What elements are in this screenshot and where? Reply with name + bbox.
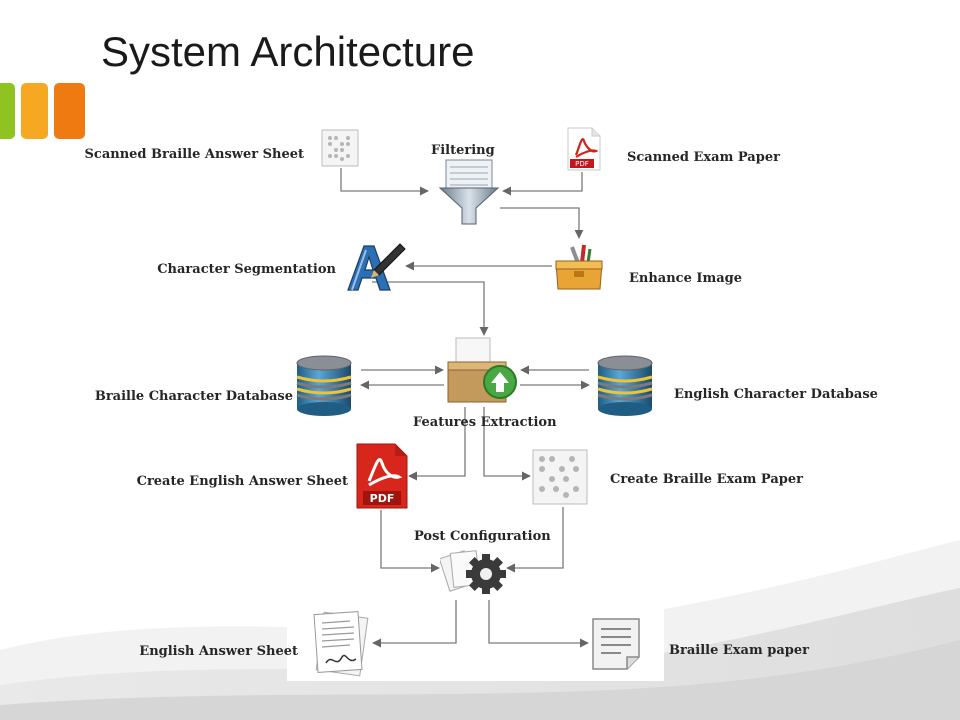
- gear-documents-icon[interactable]: [440, 546, 508, 598]
- label-create-braille-exam-paper: Create Braille Exam Paper: [610, 472, 803, 487]
- label-enhance-image: Enhance Image: [629, 271, 743, 286]
- label-scanned-exam-paper: Scanned Exam Paper: [627, 150, 780, 165]
- label-filtering: Filtering: [431, 143, 495, 158]
- label-scanned-braille-answer-sheet: Scanned Braille Answer Sheet: [84, 147, 304, 162]
- pdf-icon[interactable]: PDF: [566, 127, 602, 171]
- accent-block-orange: [54, 83, 85, 139]
- pen-letter-a-icon[interactable]: [344, 240, 406, 292]
- label-braille-character-database: Braille Character Database: [94, 389, 293, 404]
- database-icon[interactable]: [596, 355, 654, 417]
- accent-blocks: [0, 83, 85, 139]
- accent-block-yellow: [21, 83, 48, 139]
- database-icon[interactable]: [295, 355, 353, 417]
- slide-title: System Architecture: [101, 28, 475, 75]
- label-english-character-database: English Character Database: [674, 387, 878, 402]
- funnel-filter-icon[interactable]: [438, 158, 500, 226]
- braille-grid-icon[interactable]: [532, 449, 588, 505]
- toolbox-icon[interactable]: [554, 243, 604, 291]
- label-create-english-answer-sheet: Create English Answer Sheet: [136, 474, 348, 489]
- label-post-configuration: Post Configuration: [414, 529, 551, 544]
- pdf-icon[interactable]: PDF: [355, 443, 409, 509]
- label-braille-exam-paper: Braille Exam paper: [669, 643, 809, 658]
- svg-text:PDF: PDF: [575, 160, 589, 168]
- signed-documents-icon[interactable]: [310, 609, 372, 679]
- label-english-answer-sheet: English Answer Sheet: [139, 644, 298, 659]
- label-character-segmentation: Character Segmentation: [157, 262, 336, 277]
- accent-block-green: [0, 83, 15, 139]
- svg-text:PDF: PDF: [370, 492, 395, 505]
- label-features-extraction: Features Extraction: [413, 415, 557, 430]
- text-document-icon[interactable]: [591, 617, 641, 671]
- braille-grid-icon[interactable]: [321, 129, 359, 167]
- box-upload-icon[interactable]: [446, 336, 520, 406]
